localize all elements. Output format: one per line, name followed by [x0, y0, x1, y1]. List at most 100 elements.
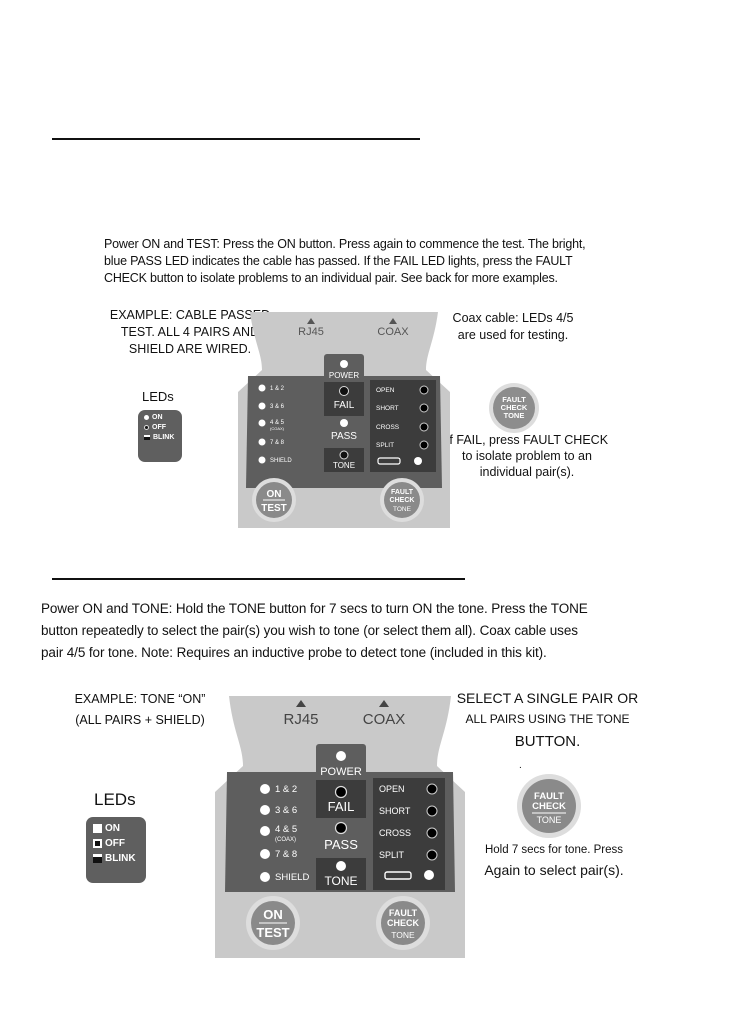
fail-label: FAIL [328, 799, 355, 814]
example-line-3: SHIELD ARE WIRED. [128, 342, 252, 356]
svg-text:SHIELD: SHIELD [275, 872, 309, 883]
svg-text:CHECK: CHECK [501, 403, 528, 412]
power-led [336, 751, 346, 761]
section2-rule [52, 578, 465, 580]
svg-text:SPLIT: SPLIT [379, 850, 405, 860]
svg-text:SPLIT: SPLIT [376, 442, 394, 449]
coax-note-line-2: are used for testing. [457, 328, 569, 342]
pass-label: PASS [331, 431, 357, 442]
pass-led [340, 419, 348, 427]
fail-note-line-3: individual pair(s). [479, 465, 575, 479]
fault-check-tone-button [384, 482, 420, 518]
led-blink-label: BLINK [105, 853, 136, 864]
fail-note: If FAIL, press FAULT CHECK to isolate pr… [432, 432, 622, 480]
led-blink-icon [93, 854, 102, 863]
rj45-label: RJ45 [298, 326, 324, 338]
leds-title-1: LEDs [142, 389, 174, 404]
led-legend-2: ON OFF BLINK [86, 817, 146, 883]
tone-example-caption: EXAMPLE: TONE “ON” (ALL PAIRS + SHIELD) [60, 689, 220, 731]
svg-text:FAULT: FAULT [502, 395, 526, 404]
pass-led [334, 821, 348, 835]
instructions-line-3: pair 4/5 for tone. Note: Requires an ind… [41, 645, 547, 660]
svg-text:(COAX): (COAX) [275, 837, 296, 843]
select-note-line-1: SELECT A SINGLE PAIR OR [456, 690, 639, 706]
pass-label: PASS [324, 837, 358, 852]
svg-text:TEST: TEST [261, 503, 287, 514]
section1-instructions: Power ON and TEST: Press the ON button. … [104, 237, 586, 285]
svg-text:ON: ON [267, 489, 282, 500]
svg-text:(COAX): (COAX) [270, 426, 285, 431]
svg-text:FAULT: FAULT [534, 791, 564, 802]
svg-text:1 & 2: 1 & 2 [275, 784, 297, 795]
fault-check-button-1: FAULT CHECK TONE [489, 383, 539, 433]
battery-icon [377, 457, 401, 465]
stray-dot: . [519, 760, 522, 771]
led-blink-icon [144, 435, 150, 440]
svg-text:OPEN: OPEN [379, 784, 405, 794]
fail-led [339, 386, 349, 396]
svg-text:CHECK: CHECK [532, 801, 566, 812]
rj45-label: RJ45 [283, 711, 318, 728]
led-off-icon [93, 839, 102, 848]
fault-check-button-2: FAULT CHECK TONE [517, 774, 581, 838]
svg-text:3 & 6: 3 & 6 [275, 805, 297, 816]
instructions-line-2: button repeatedly to select the pair(s) … [41, 623, 578, 638]
svg-text:CROSS: CROSS [376, 424, 400, 431]
tester-panel-2: RJ45 COAX POWER FAIL PASS TONE 1 & 2 3 &… [215, 696, 465, 958]
svg-text:ON: ON [263, 907, 283, 922]
svg-text:FAULT: FAULT [389, 908, 418, 918]
tone-label: TONE [324, 874, 357, 888]
fault-check-tone-button [381, 901, 425, 945]
svg-text:1 & 2: 1 & 2 [270, 386, 285, 392]
led-legend-1: ON OFF BLINK [138, 410, 182, 462]
coax-label: COAX [377, 326, 409, 338]
section1-example-caption: EXAMPLE: CABLE PASSED TEST. ALL 4 PAIRS … [100, 307, 280, 358]
led-off-label: OFF [152, 424, 166, 431]
instructions-line-1: Power ON and TONE: Hold the TONE button … [41, 601, 588, 616]
power-led [340, 360, 348, 368]
example-line-2: TEST. ALL 4 PAIRS AND [120, 325, 260, 339]
hold-note: Hold 7 secs for tone. Press Again to sel… [464, 842, 644, 882]
svg-text:SHIELD: SHIELD [270, 458, 292, 464]
svg-text:TONE: TONE [391, 930, 415, 940]
led-off-label: OFF [105, 838, 125, 849]
led-off-icon [144, 425, 149, 430]
svg-text:4 & 5: 4 & 5 [275, 824, 297, 835]
example-line-1: EXAMPLE: CABLE PASSED [109, 308, 271, 322]
battery-icon [384, 871, 412, 880]
svg-text:TEST: TEST [256, 925, 289, 940]
svg-text:CHECK: CHECK [387, 918, 420, 928]
led-on-label: ON [152, 414, 163, 421]
svg-text:SHORT: SHORT [379, 806, 411, 816]
fail-label: FAIL [334, 400, 355, 411]
svg-text:FAULT: FAULT [391, 489, 414, 496]
svg-text:TONE: TONE [504, 411, 525, 420]
section2-instructions: Power ON and TONE: Hold the TONE button … [41, 598, 701, 664]
svg-text:SHORT: SHORT [376, 405, 399, 412]
coax-label: COAX [363, 711, 406, 728]
fail-note-line-2: to isolate problem to an [462, 449, 592, 463]
led-on-icon [93, 824, 102, 833]
svg-text:CHECK: CHECK [390, 497, 415, 504]
hold-note-line-2: Again to select pair(s). [484, 862, 624, 878]
select-note-line-2: ALL PAIRS USING THE TONE [465, 712, 630, 726]
hold-note-line-1: Hold 7 secs for tone. Press [484, 844, 624, 856]
tone-led [336, 861, 346, 871]
fail-note-line-1: If FAIL, press FAULT CHECK [445, 433, 609, 447]
power-label: POWER [320, 766, 362, 778]
tone-example-line-2: (ALL PAIRS + SHIELD) [75, 713, 205, 727]
tone-led [339, 450, 349, 460]
svg-text:CROSS: CROSS [379, 828, 411, 838]
svg-text:3 & 6: 3 & 6 [270, 404, 285, 410]
coax-note-line-1: Coax cable: LEDs 4/5 [452, 311, 574, 325]
coax-note: Coax cable: LEDs 4/5 are used for testin… [438, 310, 588, 344]
svg-text:TONE: TONE [393, 506, 412, 513]
led-blink-label: BLINK [153, 434, 175, 441]
select-pair-note: SELECT A SINGLE PAIR OR ALL PAIRS USING … [440, 688, 655, 754]
power-label: POWER [329, 371, 359, 380]
tester-panel-1: RJ45 COAX POWER FAIL PASS TONE 1 & 2 3 &… [238, 312, 450, 528]
svg-text:OPEN: OPEN [376, 387, 395, 394]
svg-text:TONE: TONE [537, 815, 562, 825]
led-on-label: ON [105, 823, 120, 834]
svg-text:7 & 8: 7 & 8 [270, 440, 285, 446]
